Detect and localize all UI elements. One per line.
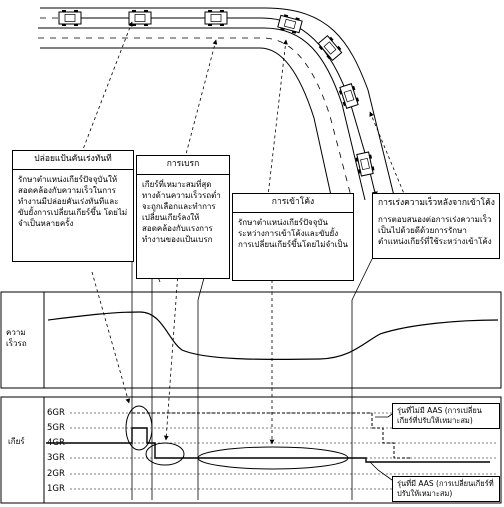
callout-pointers — [81, 21, 406, 197]
gear-panel — [0, 396, 502, 504]
gear-label-1: 1GR — [47, 484, 65, 494]
speed-label-line1: ความ — [6, 328, 26, 337]
callout-title: การเบรก — [137, 156, 229, 175]
speed-label-line2: เร็วรถ — [6, 339, 27, 348]
callout-title: การเข้าโค้ง — [233, 194, 353, 213]
callout-title: ปล่อยแป้นคันเร่งทันที — [13, 151, 133, 170]
callout-cornering: การเข้าโค้ง รักษาตำแหน่งเกียร์ปัจจุบันระ… — [232, 193, 354, 281]
callout-title: การเร่งความเร็วหลังจากเข้าโค้ง — [378, 198, 495, 208]
car-icon — [277, 14, 303, 34]
callout-body: การตอบสนองต่อการเร่งความเร็วเป็นไปด้วยดี… — [378, 215, 492, 246]
note-text: รุ่นที่ไม่มี AAS (การเปลี่ยนเกียร์ที่ปรั… — [397, 406, 482, 425]
car-icon — [204, 10, 228, 26]
gear-trace-without-aas — [132, 412, 410, 459]
callout-release-accelerator: ปล่อยแป้นคันเร่งทันที รักษาตำแหน่งเกียร์… — [12, 150, 134, 262]
note-leaders — [369, 413, 393, 481]
cars — [58, 10, 375, 177]
note-text: รุ่นที่มี AAS (การเปลี่ยนเกียร์ที่ปรับให… — [397, 479, 494, 498]
gear-label-3: 3GR — [47, 453, 65, 463]
highlight-ellipse — [145, 442, 185, 466]
gear-row-label: เกียร์ — [8, 437, 25, 446]
speed-panel — [0, 291, 502, 389]
callout-accel-after-corner: การเร่งความเร็วหลังจากเข้าโค้ง การตอบสนอ… — [372, 193, 500, 259]
callout-braking: การเบรก เกียร์ที่เหมาะสมที่สุดทางด้านควา… — [136, 155, 230, 279]
gear-label-5: 5GR — [47, 423, 65, 433]
car-icon — [58, 10, 82, 26]
highlight-ellipse — [197, 446, 349, 470]
note-without-aas: รุ่นที่ไม่มี AAS (การเปลี่ยนเกียร์ที่ปรั… — [392, 403, 500, 429]
car-icon — [338, 83, 360, 109]
callout-body: รักษาตำแหน่งเกียร์ปัจจุบันระหว่างการเข้า… — [238, 218, 348, 249]
callout-body: รักษาตำแหน่งเกียร์ปัจจุบันให้สอดคล้องกับ… — [18, 175, 128, 228]
callout-body: เกียร์ที่เหมาะสมที่สุดทางด้านความเร็วรถต… — [142, 180, 221, 244]
car-icon — [355, 151, 375, 177]
gear-trace-with-aas — [46, 427, 490, 463]
speed-curve — [47, 311, 499, 361]
gear-label-6: 6GR — [47, 408, 65, 418]
car-icon — [128, 10, 152, 26]
note-with-aas: รุ่นที่มี AAS (การเปลี่ยนเกียร์ที่ปรับให… — [392, 476, 500, 502]
gear-label-4: 4GR — [47, 438, 65, 448]
speed-row-label: ความ เร็วรถ — [6, 327, 42, 349]
car-icon — [317, 35, 343, 61]
highlight-ellipse — [125, 405, 153, 451]
gear-label-2: 2GR — [47, 469, 65, 479]
gear-pointer-arrows — [91, 250, 275, 445]
